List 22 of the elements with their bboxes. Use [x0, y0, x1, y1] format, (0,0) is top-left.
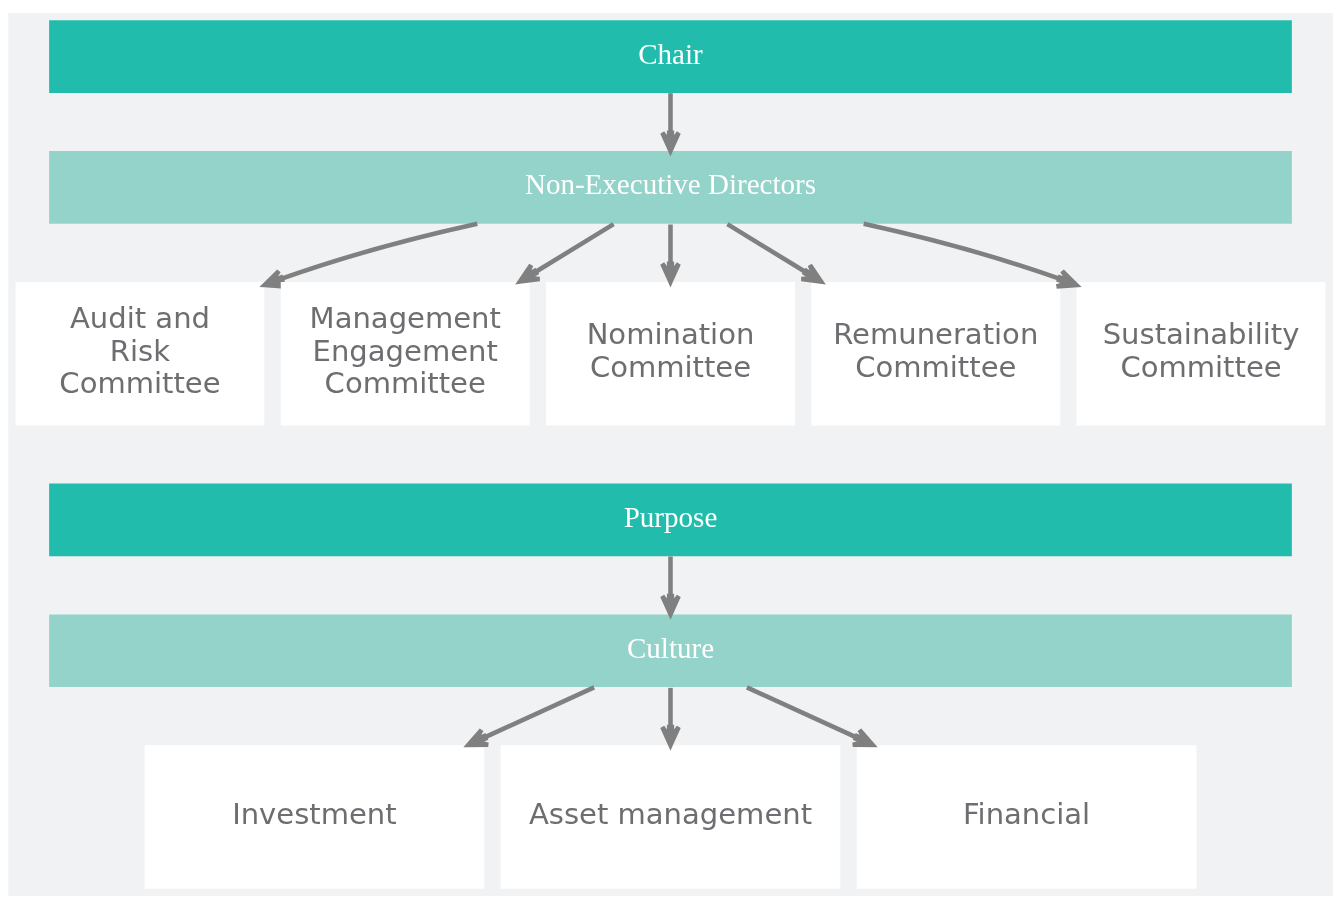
node-box: Culture — [49, 614, 1292, 688]
node-box: Purpose — [49, 483, 1292, 557]
arrow — [517, 222, 615, 284]
arrow — [660, 224, 681, 285]
node-box: Management Engagement Committee — [280, 281, 530, 426]
node-box: Remuneration Committee — [811, 281, 1061, 426]
node-box: Sustainability Committee — [1076, 281, 1326, 426]
node-box: Asset management — [500, 745, 841, 889]
node-box: Non-Executive Directors — [49, 151, 1292, 224]
arrow — [660, 556, 681, 617]
arrow — [466, 685, 596, 748]
arrow — [863, 221, 1079, 289]
node-box: Financial — [856, 745, 1197, 889]
node-box: Nomination Committee — [546, 281, 795, 426]
arrow — [726, 222, 824, 284]
node-box: Chair — [49, 20, 1292, 93]
node-box: Investment — [144, 745, 485, 889]
arrow — [660, 93, 681, 154]
arrow — [745, 685, 875, 748]
arrow — [660, 687, 681, 748]
node-box: Audit and Risk Committee — [15, 281, 265, 426]
arrow — [262, 221, 478, 289]
